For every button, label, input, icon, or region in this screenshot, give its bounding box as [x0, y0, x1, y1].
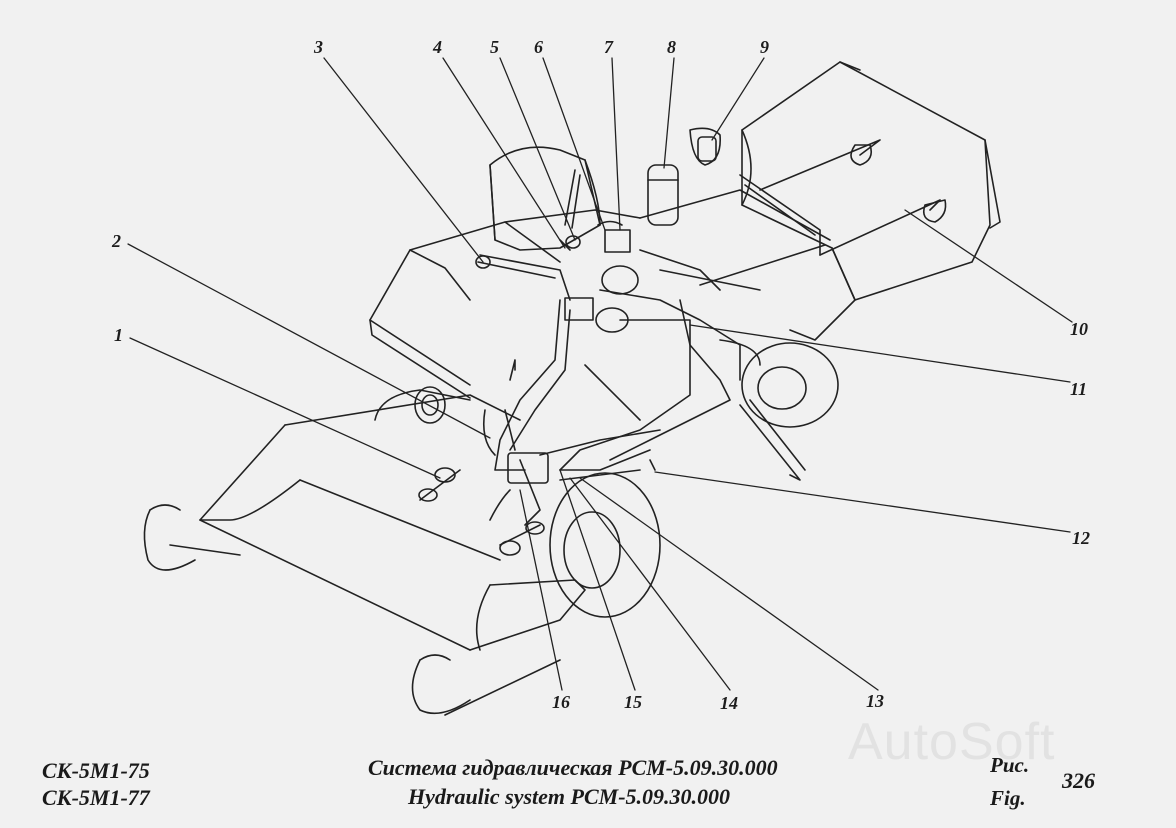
operator-seat — [489, 146, 601, 251]
figure-label-english: Fig. — [990, 786, 1026, 810]
callout-leaders — [127, 57, 1073, 691]
harvester-deck — [369, 189, 831, 399]
callout-16: 16 — [552, 692, 570, 712]
callout-4: 4 — [433, 37, 442, 57]
callout-1: 1 — [114, 325, 123, 345]
caption-english: Hydraulic system РСМ-5.09.30.000 — [408, 784, 731, 809]
callout-10: 10 — [1070, 319, 1088, 339]
header-reel — [143, 386, 586, 716]
callout-3: 3 — [314, 37, 323, 57]
callout-8: 8 — [667, 37, 676, 57]
figure-number: 326 — [1062, 768, 1095, 793]
callout-12: 12 — [1072, 528, 1090, 548]
callout-11: 11 — [1070, 379, 1088, 399]
callout-9: 9 — [760, 37, 769, 57]
harvester-body — [741, 61, 1001, 341]
rear-wheel — [739, 342, 839, 481]
figure-label-russian: Рис. — [990, 753, 1030, 777]
model-code-75: СК-5М1-75 — [42, 758, 150, 783]
model-code-77: СК-5М1-77 — [42, 785, 150, 810]
reel-lift-cylinders — [418, 467, 545, 556]
hydraulic-lines — [475, 139, 947, 526]
watermark: AutoSoft — [848, 713, 1056, 771]
callout-14: 14 — [720, 693, 738, 713]
callout-6: 6 — [534, 37, 543, 57]
front-wheel — [549, 469, 661, 618]
caption-russian: Система гидравлическая РСМ-5.09.30.000 — [368, 755, 778, 780]
callout-13: 13 — [866, 691, 884, 711]
callout-2: 2 — [112, 231, 121, 251]
callout-15: 15 — [624, 692, 642, 712]
callout-5: 5 — [490, 37, 499, 57]
hydraulic-tank — [647, 127, 722, 226]
callout-7: 7 — [604, 37, 613, 57]
